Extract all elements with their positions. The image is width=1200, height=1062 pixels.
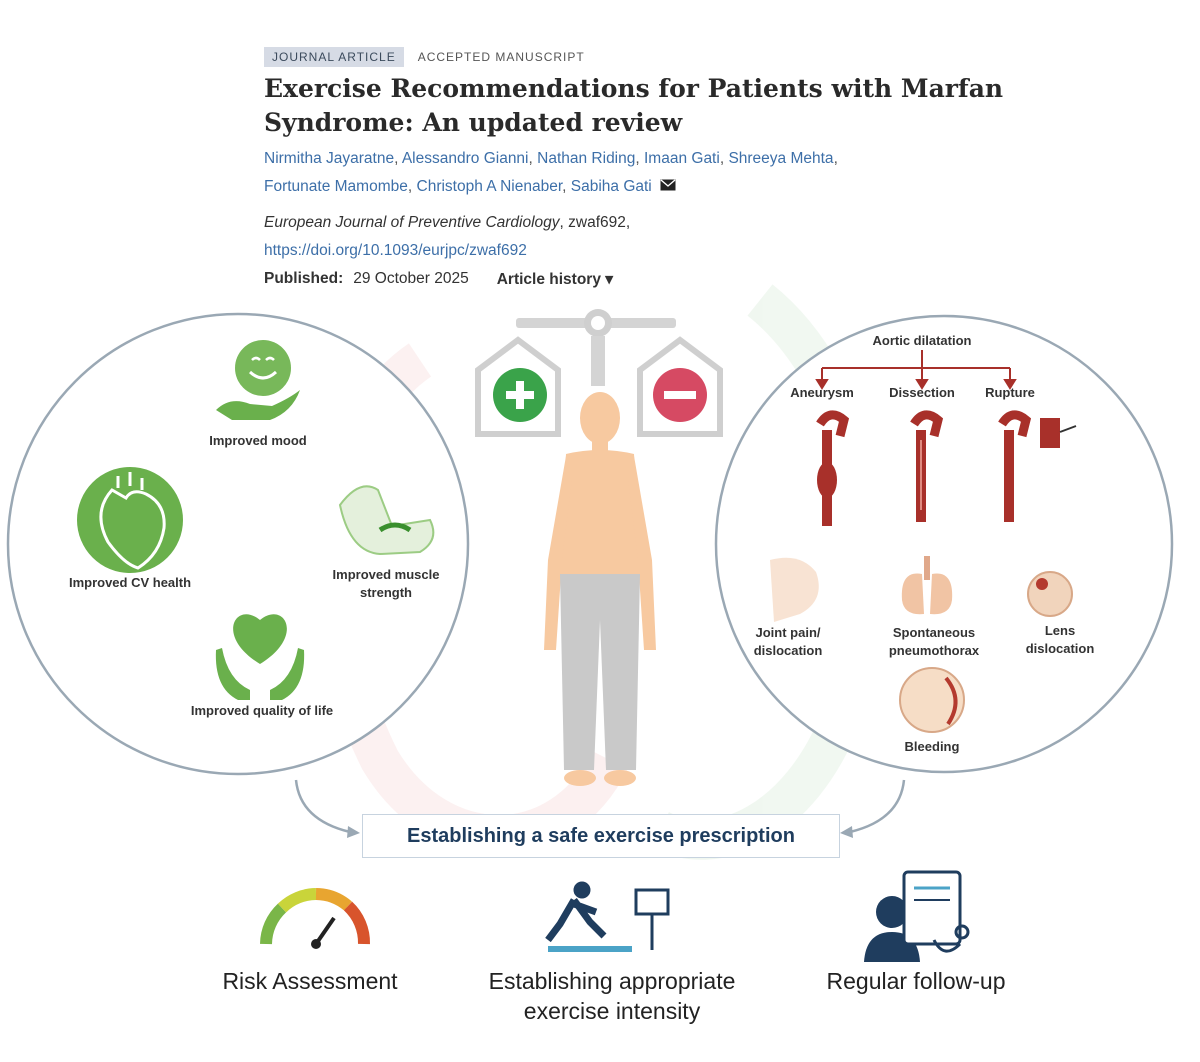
label-line: Establishing appropriate: [488, 968, 736, 994]
patient-figure-icon: [544, 392, 656, 786]
label-line: Joint pain/: [755, 625, 821, 640]
label-aortic-dilatation: Aortic dilatation: [872, 333, 972, 348]
treadmill-test-icon: [545, 881, 670, 952]
smiling-hand-icon: [216, 340, 300, 420]
label-improved-muscle-strength: Improved muscle strength: [316, 566, 456, 602]
plus-icon: [493, 368, 547, 422]
article-title: Exercise Recommendations for Patients wi…: [264, 74, 1004, 137]
author-link[interactable]: Fortunate Mamombe: [264, 178, 408, 196]
journal-id: , zwaf692,: [559, 214, 631, 231]
label-regular-follow-up: Regular follow-up: [826, 968, 1006, 994]
knee-joint-icon: [770, 557, 819, 622]
author-link[interactable]: Christoph A Nienaber: [416, 178, 563, 196]
dissection-aorta-icon: [910, 410, 944, 522]
author-link[interactable]: Alessandro Gianni: [401, 150, 529, 167]
label-risk-assessment: Risk Assessment: [222, 968, 398, 994]
label-line: strength: [360, 585, 412, 600]
label-exercise-intensity: Establishing appropriate exercise intens…: [452, 966, 772, 1026]
label-joint-dislocation: Joint pain/ dislocation: [740, 624, 836, 660]
journal-name: European Journal of Preventive Cardiolog…: [264, 214, 560, 231]
label-dissection: Dissection: [889, 385, 955, 400]
balance-scale-icon: [475, 309, 723, 437]
label-line: pneumothorax: [888, 643, 980, 658]
published-label: Published:: [264, 270, 344, 287]
flexed-arm-icon: [338, 485, 435, 556]
label-improved-cv-health: Improved CV health: [68, 575, 192, 590]
converging-arrows: [294, 779, 906, 838]
article-tags: JOURNAL ARTICLE ACCEPTED MANUSCRIPT: [264, 47, 585, 67]
prescription-text: Establishing a safe exercise prescriptio…: [407, 824, 795, 847]
heart-in-hands-icon: [215, 614, 305, 700]
article-history-toggle[interactable]: Article history ▾: [496, 271, 614, 288]
minus-icon: [653, 368, 707, 422]
author-link[interactable]: Nirmitha Jayaratne: [264, 150, 395, 167]
author-link[interactable]: Imaan Gati: [644, 150, 720, 167]
aneurysm-aorta-icon: [816, 410, 850, 526]
label-improved-quality-of-life: Improved quality of life: [190, 703, 334, 718]
label-line: Lens: [1044, 623, 1076, 638]
label-rupture: Rupture: [985, 385, 1035, 400]
email-icon[interactable]: [660, 173, 676, 201]
anatomical-heart-icon: [77, 467, 183, 573]
label-line: Improved muscle: [332, 567, 440, 582]
risk-gauge-icon: [260, 888, 370, 949]
label-improved-mood: Improved mood: [209, 433, 307, 448]
label-lens-dislocation: Lens dislocation: [1010, 622, 1110, 658]
label-line: exercise intensity: [523, 998, 701, 1024]
label-line: dislocation: [1025, 641, 1095, 656]
eye-lens-icon: [1027, 571, 1073, 617]
author-link[interactable]: Nathan Riding: [537, 150, 636, 167]
doctor-followup-icon: [864, 870, 970, 962]
aortic-branch-arrows: [815, 350, 1017, 390]
prescription-banner: Establishing a safe exercise prescriptio…: [362, 814, 840, 858]
journal-article-badge: JOURNAL ARTICLE: [264, 47, 404, 67]
label-line: Spontaneous: [892, 625, 976, 640]
lungs-icon: [901, 556, 953, 615]
accepted-manuscript-label: ACCEPTED MANUSCRIPT: [417, 50, 585, 64]
publication-row: Published: 29 October 2025 Article histo…: [264, 270, 613, 289]
label-line: dislocation: [753, 643, 823, 658]
journal-citation: European Journal of Preventive Cardiolog…: [264, 214, 630, 232]
author-list: Nirmitha Jayaratne, Alessandro Gianni, N…: [264, 145, 984, 201]
label-bleeding: Bleeding: [904, 739, 960, 754]
author-link[interactable]: Sabiha Gati: [570, 178, 652, 196]
label-aneurysm: Aneurysm: [790, 385, 854, 400]
doi-link[interactable]: https://doi.org/10.1093/eurjpc/zwaf692: [264, 242, 527, 259]
author-link[interactable]: Shreeya Mehta: [728, 150, 834, 167]
published-date: 29 October 2025: [353, 270, 469, 287]
brain-bleeding-icon: [899, 667, 965, 733]
rupture-aorta-icon: [998, 410, 1077, 522]
label-spontaneous-pneumothorax: Spontaneous pneumothorax: [870, 624, 998, 660]
benefits-circle: [6, 312, 470, 776]
